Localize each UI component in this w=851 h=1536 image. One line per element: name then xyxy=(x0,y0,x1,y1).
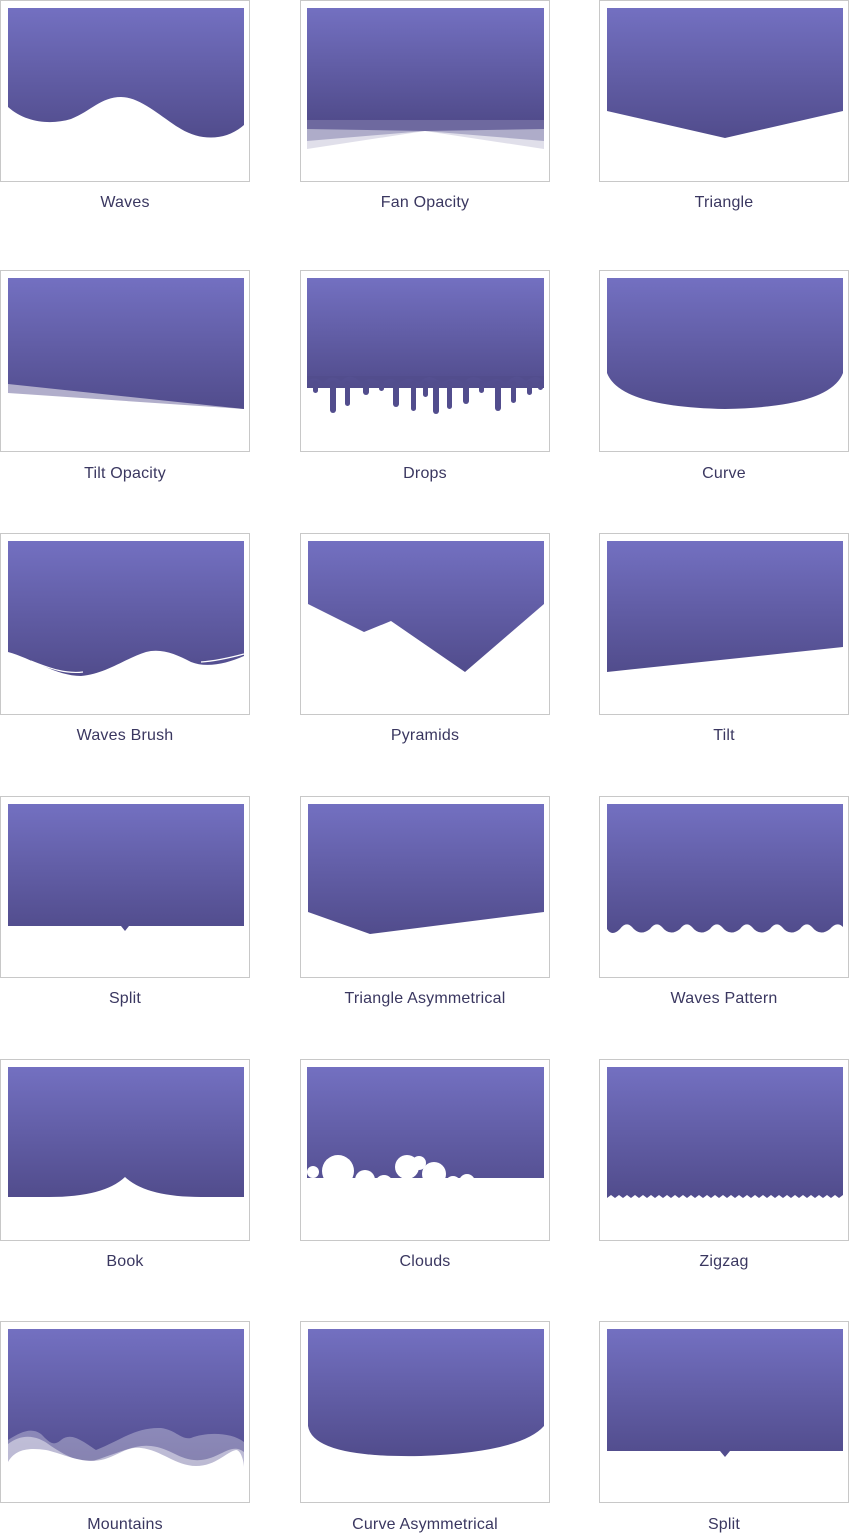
shape-label: Book xyxy=(106,1253,144,1270)
waves-shape-icon xyxy=(8,8,244,138)
tilt-shape-icon xyxy=(607,541,843,672)
shape-label: Triangle xyxy=(694,194,754,211)
shape-label: Tilt xyxy=(713,727,735,744)
shape-card-waves-pattern[interactable] xyxy=(599,796,849,978)
shape-card-curve[interactable] xyxy=(599,270,849,452)
mountains-shape-icon xyxy=(8,1329,244,1502)
shape-card-waves[interactable] xyxy=(0,0,250,182)
shape-card-pyramids[interactable] xyxy=(300,533,550,715)
clouds-shape-icon xyxy=(307,1067,547,1222)
shape-label: Tilt Opacity xyxy=(84,465,166,482)
shape-card-curve-asymmetrical[interactable] xyxy=(300,1321,550,1503)
pyramids-shape-icon xyxy=(308,541,544,672)
fan-opacity-shape-icon xyxy=(307,8,544,149)
split-shape-icon xyxy=(8,804,244,931)
shape-card-fan-opacity[interactable] xyxy=(300,0,550,182)
zigzag-shape-icon xyxy=(607,1067,843,1198)
curve-shape-icon xyxy=(607,278,843,409)
curve-asymmetrical-shape-icon xyxy=(308,1329,544,1457)
shape-label: Waves Brush xyxy=(76,727,174,744)
shape-card-split[interactable] xyxy=(0,796,250,978)
shape-label: Zigzag xyxy=(699,1253,749,1270)
triangle-shape-icon xyxy=(607,8,843,138)
shape-label: Split xyxy=(707,1516,741,1533)
shape-label: Waves Pattern xyxy=(670,990,778,1007)
shape-card-tilt[interactable] xyxy=(599,533,849,715)
book-shape-icon xyxy=(8,1067,244,1197)
drops-shape-icon xyxy=(307,278,544,414)
shape-card-drops[interactable] xyxy=(300,270,550,452)
waves-pattern-shape-icon xyxy=(607,804,843,933)
shape-card-tilt-opacity[interactable] xyxy=(0,270,250,452)
shape-card-clouds[interactable] xyxy=(300,1059,550,1241)
shape-card-book[interactable] xyxy=(0,1059,250,1241)
tilt-opacity-shape-icon xyxy=(8,278,244,409)
shape-card-split-2[interactable] xyxy=(599,1321,849,1503)
shape-card-waves-brush[interactable] xyxy=(0,533,250,715)
shape-label: Clouds xyxy=(399,1253,451,1270)
shape-label: Drops xyxy=(403,465,447,482)
shape-label: Pyramids xyxy=(390,727,460,744)
shape-label: Curve Asymmetrical xyxy=(352,1516,498,1533)
shape-label: Triangle Asymmetrical xyxy=(344,990,506,1007)
shape-label: Curve xyxy=(702,465,746,482)
shape-label: Fan Opacity xyxy=(380,194,470,211)
triangle-asymmetrical-shape-icon xyxy=(308,804,544,934)
shape-label: Waves xyxy=(100,194,150,211)
shape-label: Mountains xyxy=(87,1516,163,1533)
split-shape-icon xyxy=(607,1329,843,1457)
shape-card-mountains[interactable] xyxy=(0,1321,250,1503)
shape-card-zigzag[interactable] xyxy=(599,1059,849,1241)
waves-brush-shape-icon xyxy=(8,541,245,676)
shape-card-triangle[interactable] xyxy=(599,0,849,182)
shape-label: Split xyxy=(108,990,142,1007)
shape-card-triangle-asymmetrical[interactable] xyxy=(300,796,550,978)
